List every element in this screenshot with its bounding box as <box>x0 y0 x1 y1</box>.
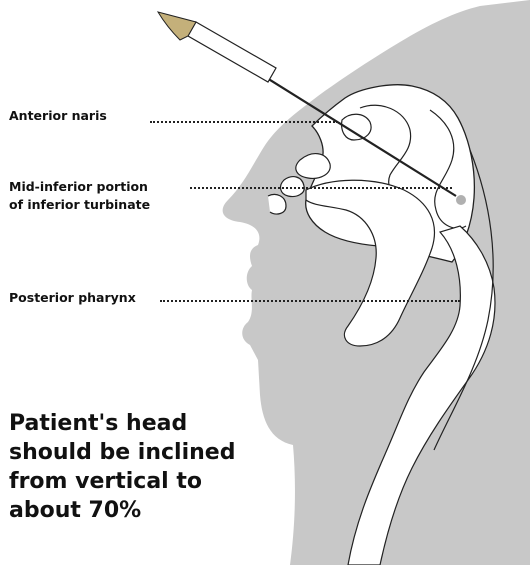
leader-line-turbinate <box>190 187 452 191</box>
note-line-3: from vertical to <box>9 467 259 496</box>
chin-detail <box>268 194 286 214</box>
swab-sleeve <box>188 22 276 82</box>
leader-line-anterior-naris <box>150 121 338 125</box>
note-line-2: should be inclined <box>9 438 259 467</box>
head-inclination-note: Patient's head should be inclined from v… <box>9 409 259 525</box>
note-line-4: about 70% <box>9 496 259 525</box>
label-turbinate-line-2: of inferior turbinate <box>9 197 150 213</box>
label-posterior-pharynx: Posterior pharynx <box>9 290 136 306</box>
note-line-1: Patient's head <box>9 409 259 438</box>
label-turbinate-line-1: Mid-inferior portion <box>9 179 148 195</box>
swab-target-dot <box>456 195 466 205</box>
leader-line-posterior-pharynx <box>160 300 460 304</box>
label-anterior-naris: Anterior naris <box>9 108 107 124</box>
